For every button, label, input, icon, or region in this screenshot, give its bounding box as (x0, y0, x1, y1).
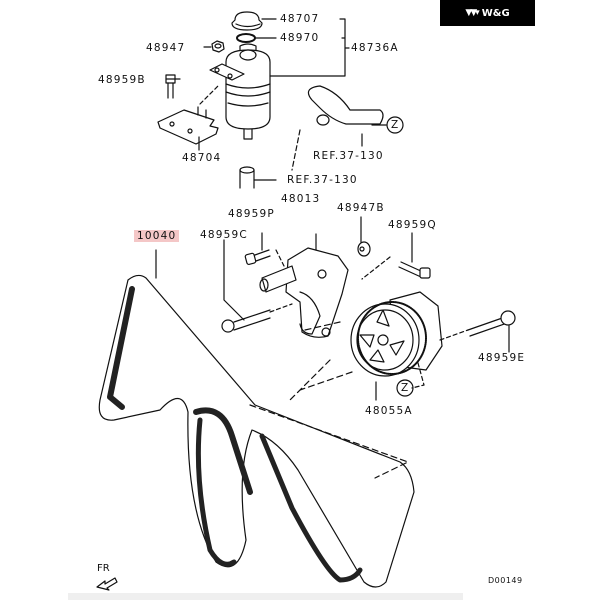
o-ring (236, 33, 256, 43)
pipe-stub (239, 166, 255, 189)
callout-48947: 48947 (146, 42, 186, 54)
bolt-48959q (361, 232, 431, 280)
nut-48947 (211, 40, 225, 53)
callout-48707: 48707 (280, 13, 320, 25)
bottom-divider (68, 593, 463, 600)
callout-48959c: 48959C (200, 229, 248, 241)
callout-48736a: 48736A (351, 42, 399, 54)
brand-badge: ▼▼▾ W&G (440, 0, 535, 26)
brand-name: W&G (481, 7, 510, 19)
callout-48013: 48013 (281, 193, 321, 205)
return-hose (291, 85, 384, 171)
bracket-48704 (157, 85, 219, 145)
z-ref-circle-top (386, 116, 404, 134)
diagram-code: D00149 (488, 576, 523, 585)
front-direction-label: FR (97, 563, 110, 574)
callout-48959p: 48959P (228, 208, 275, 220)
power-steering-pump-48055a (350, 291, 443, 401)
bolt-48959c (221, 239, 293, 333)
callout-ref-pipe: REF.37-130 (287, 174, 358, 186)
pump-bracket-48013 (259, 233, 349, 338)
z-ref-label-top: Z (391, 119, 399, 131)
z-ref-circle-bottom (396, 379, 414, 397)
callout-48959b: 48959B (98, 74, 146, 86)
nut-48947b (357, 216, 371, 257)
callout-48959q: 48959Q (388, 219, 437, 231)
triple-v-logo-icon: ▼▼▾ (465, 8, 479, 18)
bolt-48959p (244, 232, 285, 267)
front-direction-arrow-icon (96, 577, 118, 591)
callout-48970: 48970 (280, 32, 320, 44)
reservoir-tank (209, 43, 271, 140)
drive-belt-10040 (98, 249, 415, 588)
callout-48704: 48704 (182, 152, 222, 164)
bolt-48959e (439, 310, 516, 353)
callout-10040-highlighted: 10040 (134, 230, 180, 242)
callout-48055a: 48055A (365, 405, 413, 417)
reservoir-cap (231, 11, 263, 31)
z-ref-label-bottom: Z (401, 382, 409, 394)
leader-lines (165, 18, 387, 181)
callout-ref-hose: REF.37-130 (313, 150, 384, 162)
callout-48959e: 48959E (478, 352, 526, 364)
callout-48947b: 48947B (337, 202, 385, 214)
